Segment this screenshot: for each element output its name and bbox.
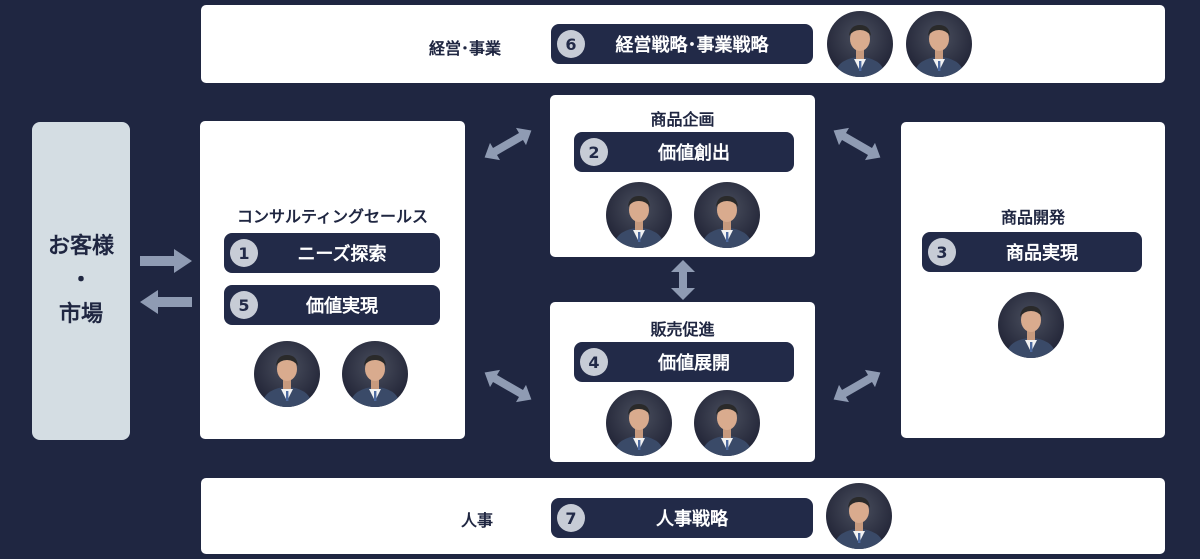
market-label-line1: お客様	[47, 233, 114, 259]
step-number-7: 7	[557, 504, 585, 532]
person-avatar-icon	[998, 292, 1064, 358]
value-realization-pill: 5 価値実現	[224, 285, 440, 325]
sales-promotion-title: 販売促進	[650, 320, 715, 339]
management-title: 経営･事業	[429, 39, 502, 58]
person-avatar-icon	[826, 483, 892, 549]
person-avatar-icon	[606, 390, 672, 456]
market-label-line3: 市場	[58, 302, 103, 328]
value-realization-label: 価値実現	[306, 296, 378, 317]
double-arrow-icon	[484, 369, 532, 403]
product-development-title: 商品開発	[1000, 208, 1065, 227]
product-realization-label: 商品実現	[1006, 243, 1078, 264]
person-avatar-icon	[694, 182, 760, 248]
hr-strategy-label: 人事戦略	[656, 509, 728, 530]
person-avatar-icon	[694, 390, 760, 456]
needs-exploration-label: ニーズ探索	[297, 244, 387, 265]
step-number-3: 3	[928, 238, 956, 266]
double-arrow-icon	[484, 127, 532, 161]
hr-box: 人事 7 人事戦略	[201, 478, 1165, 554]
step-number-5: 5	[230, 291, 258, 319]
double-arrow-icon	[833, 369, 881, 403]
sales-promotion-box: 販売促進 4 価値展開	[550, 302, 815, 462]
double-arrow-icon	[833, 127, 881, 161]
management-box: 経営･事業 6 経営戦略･事業戦略	[201, 5, 1165, 83]
person-avatar-icon	[827, 11, 893, 77]
market-label-line2: ・	[69, 267, 92, 293]
arrow-left-icon	[140, 290, 192, 314]
arrow-right-icon	[140, 249, 192, 273]
product-realization-pill: 3 商品実現	[922, 232, 1142, 272]
vertical-double-arrow-icon	[671, 260, 695, 300]
person-avatar-icon	[342, 341, 408, 407]
hr-strategy-pill: 7 人事戦略	[551, 498, 813, 538]
product-development-box: 商品開発 3 商品実現	[901, 122, 1165, 438]
step-number-1: 1	[230, 239, 258, 267]
needs-exploration-pill: 1 ニーズ探索	[224, 233, 440, 273]
management-strategy-label: 経営戦略･事業戦略	[615, 35, 769, 56]
consulting-sales-box: コンサルティングセールス 1 ニーズ探索 5 価値実現	[200, 121, 465, 439]
person-avatar-icon	[906, 11, 972, 77]
value-creation-label: 価値創出	[658, 143, 730, 164]
step-number-4: 4	[580, 348, 608, 376]
step-number-2: 2	[580, 138, 608, 166]
value-deployment-pill: 4 価値展開	[574, 342, 794, 382]
management-strategy-pill: 6 経営戦略･事業戦略	[551, 24, 813, 64]
product-planning-title: 商品企画	[650, 110, 715, 129]
product-planning-box: 商品企画 2 価値創出	[550, 95, 815, 257]
customer-market-panel: お客様 ・ 市場	[32, 122, 130, 440]
value-deployment-label: 価値展開	[658, 353, 730, 374]
consulting-sales-title: コンサルティングセールス	[236, 207, 429, 226]
hr-title: 人事	[461, 511, 494, 530]
person-avatar-icon	[254, 341, 320, 407]
value-creation-pill: 2 価値創出	[574, 132, 794, 172]
person-avatar-icon	[606, 182, 672, 248]
step-number-6: 6	[557, 30, 585, 58]
